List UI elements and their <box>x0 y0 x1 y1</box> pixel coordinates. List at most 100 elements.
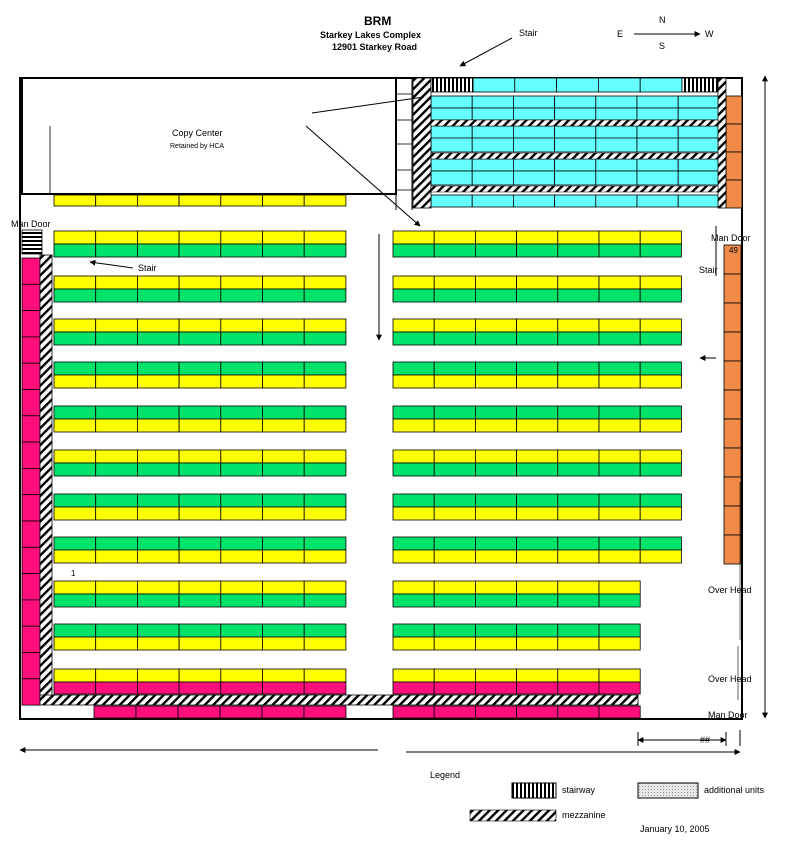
storage-unit <box>136 593 180 608</box>
storage-unit <box>303 536 347 551</box>
storage-unit <box>136 361 180 376</box>
storage-unit <box>136 449 180 464</box>
storage-unit <box>178 449 222 464</box>
storage-unit <box>136 681 180 695</box>
storage-unit <box>53 243 97 258</box>
storage-unit <box>598 418 641 433</box>
storage-unit <box>595 194 638 208</box>
storage-unit <box>136 275 180 290</box>
storage-unit <box>516 506 559 521</box>
storage-unit <box>598 318 641 333</box>
storage-unit <box>303 361 347 376</box>
storage-unit <box>598 331 641 346</box>
storage-unit <box>557 230 600 245</box>
stairway-top-right <box>681 77 719 93</box>
storage-unit <box>262 418 305 433</box>
storage-unit <box>677 107 720 121</box>
storage-unit <box>433 593 476 608</box>
complex-name: Starkey Lakes Complex <box>320 30 422 40</box>
storage-unit <box>474 668 517 683</box>
storage-unit <box>261 705 305 719</box>
storage-unit <box>557 243 600 258</box>
storage-unit <box>262 493 305 508</box>
storage-unit <box>430 137 473 153</box>
storage-unit <box>639 418 682 433</box>
storage-unit <box>433 636 476 651</box>
storage-unit <box>598 536 641 551</box>
storage-unit <box>178 361 222 376</box>
storage-unit <box>262 288 305 303</box>
storage-unit <box>595 170 638 186</box>
storage-unit <box>21 546 41 574</box>
storage-unit <box>639 318 682 333</box>
storage-unit <box>21 415 41 443</box>
storage-unit <box>178 549 222 564</box>
storage-unit <box>178 318 222 333</box>
storage-unit <box>136 506 180 521</box>
storage-unit <box>677 95 720 109</box>
storage-unit <box>178 243 222 258</box>
storage-unit <box>677 170 720 186</box>
storage-unit <box>725 179 743 209</box>
storage-unit <box>516 331 559 346</box>
overhead-door-1-label: Over Head <box>708 585 752 595</box>
storage-unit <box>392 449 435 464</box>
storage-unit <box>433 405 476 420</box>
storage-unit <box>516 593 559 608</box>
compass-w: W <box>705 29 714 39</box>
storage-unit <box>220 593 263 608</box>
storage-unit <box>262 681 305 695</box>
mezzanine-top-left <box>412 77 432 209</box>
storage-unit <box>557 549 600 564</box>
storage-unit <box>136 549 180 564</box>
legend-stairway-label: stairway <box>562 785 596 795</box>
storage-unit <box>53 593 97 608</box>
storage-unit <box>474 493 517 508</box>
storage-unit <box>433 580 476 595</box>
storage-unit <box>557 536 600 551</box>
storage-unit <box>474 549 517 564</box>
storage-unit <box>21 625 41 653</box>
storage-unit <box>557 331 600 346</box>
storage-unit <box>392 593 435 608</box>
storage-unit <box>639 275 682 290</box>
storage-unit <box>53 636 97 651</box>
storage-unit <box>516 623 559 638</box>
storage-unit <box>639 374 682 389</box>
storage-unit <box>262 593 305 608</box>
storage-unit <box>178 230 222 245</box>
storage-unit <box>303 418 347 433</box>
storage-unit <box>303 493 347 508</box>
man-door-right-label: Man Door <box>711 233 751 243</box>
storage-unit <box>474 580 517 595</box>
storage-unit <box>136 318 180 333</box>
storage-unit <box>220 536 263 551</box>
storage-unit <box>474 636 517 651</box>
storage-unit <box>392 418 435 433</box>
storage-unit <box>21 678 41 706</box>
storage-unit <box>178 623 222 638</box>
storage-unit <box>471 95 514 109</box>
storage-unit <box>516 288 559 303</box>
storage-unit <box>474 462 517 477</box>
storage-unit <box>303 636 347 651</box>
storage-unit <box>53 288 97 303</box>
storage-unit <box>723 534 742 565</box>
storage-unit <box>303 243 347 258</box>
storage-unit <box>95 449 138 464</box>
mezzanine-band-2 <box>430 152 719 160</box>
storage-unit <box>178 374 222 389</box>
storage-unit <box>598 361 641 376</box>
storage-unit <box>178 405 222 420</box>
storage-unit <box>220 549 263 564</box>
storage-unit <box>392 623 435 638</box>
storage-unit <box>723 389 742 420</box>
storage-unit <box>513 158 556 172</box>
storage-unit <box>262 636 305 651</box>
legend-title: Legend <box>430 770 461 780</box>
storage-unit <box>392 681 435 695</box>
storage-unit <box>516 580 559 595</box>
storage-unit <box>262 668 305 683</box>
storage-unit <box>303 318 347 333</box>
storage-unit <box>95 580 138 595</box>
